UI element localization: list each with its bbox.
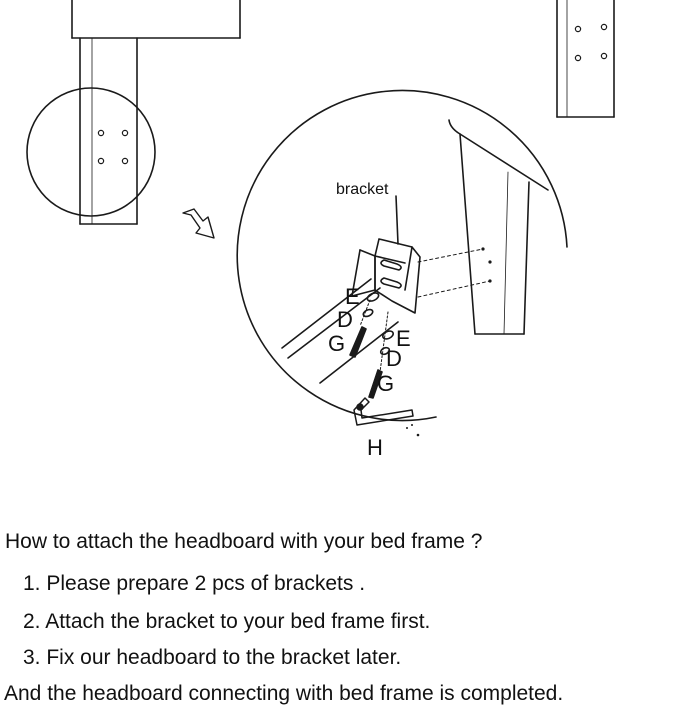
step-number: 1. — [23, 572, 41, 595]
detail-circle-magnified — [236, 89, 568, 422]
hex-key-icon — [353, 397, 414, 426]
step-3: 3. Fix our headboard to the bracket late… — [23, 645, 401, 670]
assembly-diagram: bracket E D G E D G H — [26, 0, 615, 460]
step-1: 1. Please prepare 2 pcs of brackets . — [23, 571, 365, 596]
step-2: 2. Attach the bracket to your bed frame … — [23, 609, 430, 634]
bed-leg-holes — [481, 247, 492, 283]
detail-circle-left — [26, 87, 156, 217]
bolt-icon — [349, 326, 367, 358]
step-text: Fix our headboard to the bracket later. — [46, 646, 402, 669]
headboard-left-post — [71, 0, 241, 225]
label-upper-bolt: G — [328, 331, 345, 356]
lower-hardware — [368, 311, 394, 399]
label-lower-washer: E — [396, 326, 411, 351]
bracket-leader-line — [395, 195, 399, 245]
label-upper-washer: E — [345, 284, 360, 309]
step-text: Please prepare 2 pcs of brackets . — [46, 572, 366, 595]
step-number: 3. — [23, 646, 41, 669]
label-upper-nut: D — [337, 307, 353, 332]
upper-hardware — [359, 292, 380, 327]
step-text: Attach the bracket to your bed frame fir… — [45, 610, 431, 633]
motion-marks — [406, 424, 420, 437]
leg-holes-right — [574, 23, 608, 62]
step-number: 2. — [23, 610, 41, 633]
headboard-right-post — [556, 0, 615, 118]
instructions-question: How to attach the headboard with your be… — [5, 530, 483, 553]
bracket-label: bracket — [336, 181, 389, 198]
bed-leg — [448, 119, 549, 335]
label-lower-bolt: G — [377, 371, 394, 396]
zoom-arrow-icon — [182, 208, 215, 239]
part-labels: E D G E D G H — [328, 284, 411, 460]
instructions-conclusion: And the headboard connecting with bed fr… — [4, 682, 564, 705]
label-hex-key: H — [367, 435, 383, 460]
bracket — [351, 238, 421, 314]
alignment-lines — [417, 248, 491, 298]
label-lower-nut: D — [386, 346, 402, 371]
leg-holes-left — [97, 129, 129, 165]
